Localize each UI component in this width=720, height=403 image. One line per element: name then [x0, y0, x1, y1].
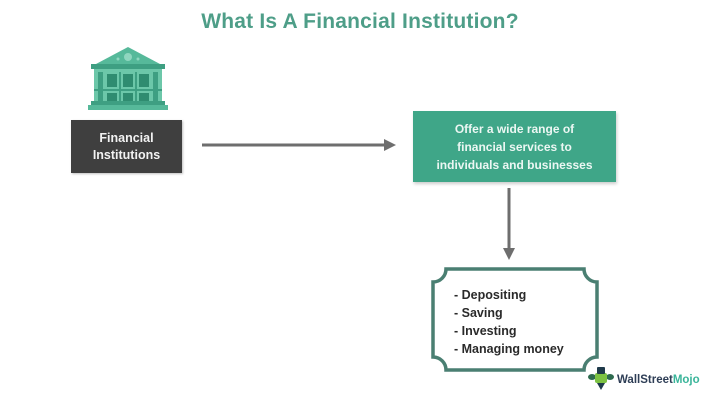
bank-building-icon: [88, 44, 168, 114]
node-label-line: Institutions: [92, 147, 161, 162]
financial-institutions-node: Financial Institutions: [71, 120, 182, 173]
list-item: - Managing money: [454, 342, 564, 356]
list-item: - Saving: [454, 306, 503, 320]
list-item: - Investing: [454, 324, 517, 338]
brand-name-part2: Mojo: [672, 374, 700, 386]
wallstreetmojo-logo: WallStreetMojo: [588, 366, 700, 394]
arrow-right-icon: [202, 138, 398, 152]
node-label-line: Financial: [99, 130, 154, 145]
services-list: - Depositing - Saving - Investing - Mana…: [454, 286, 564, 358]
list-item: - Depositing: [454, 288, 527, 302]
node-label-line: financial services to: [457, 139, 572, 154]
page-title: What Is A Financial Institution?: [201, 10, 519, 33]
arrow-down-icon: [501, 188, 517, 262]
wallstreetmojo-mascot-icon: [588, 365, 614, 396]
brand-name: WallStreetMojo: [617, 374, 700, 386]
services-list-node: - Depositing - Saving - Investing - Mana…: [430, 266, 600, 373]
services-offered-node: Offer a wide range of financial services…: [413, 111, 616, 182]
node-label-line: Offer a wide range of: [454, 121, 575, 136]
node-label-line: individuals and businesses: [436, 157, 593, 172]
brand-name-part1: WallStreet: [617, 374, 673, 386]
